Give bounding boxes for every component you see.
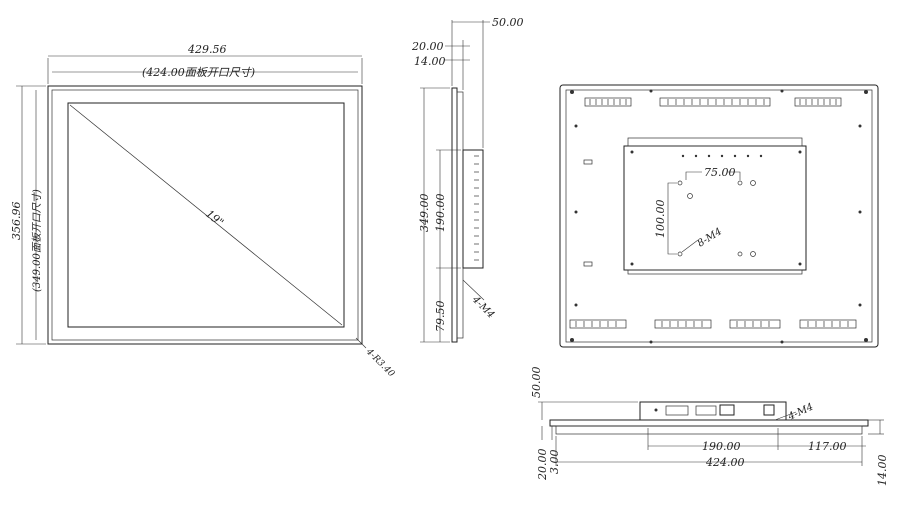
front-screen [67,102,345,328]
rear-bottom-vents [569,319,857,329]
leader-line [681,239,699,253]
rear-inner-frame [565,89,873,343]
bottom-enclosure [639,401,787,421]
io-ports [654,404,775,416]
rear-enclosure-top-flange [627,137,803,147]
front-view: 19" 429.56 (424.00面板开口尺寸) 356.96 (349.00… [10,43,396,379]
rear-mounting-holes [570,89,868,344]
rear-enclosure-bottom-flange [627,269,803,275]
height-190-label: 190.00 [434,194,447,233]
depth-total-label: 50.00 [492,16,524,29]
leader-line [355,337,367,349]
side-screw-label: 4-M4 [469,294,496,321]
dim-line [667,182,677,255]
leader-line [774,411,797,421]
bottom-frame [555,425,863,435]
overall-height-label: 356.96 [10,202,23,241]
rear-top-vents [584,97,842,107]
bottom-bezel [549,419,869,427]
bottom-view: 4-M4 50.00 20.00 3.00 190.00 117.00 424.… [530,367,889,487]
diagonal-label: 19" [203,207,226,229]
rear-enclosure-plate [623,145,807,271]
bottom-cutout-width-label: 424.00 [705,456,745,469]
bottom-depth-total-label: 50.00 [530,367,543,399]
offset-79-label: 79.50 [434,301,447,333]
front-bezel [51,89,359,341]
frame-depth-label: 14.00 [414,55,446,68]
bottom-bezel-depth-label: 20.00 [536,449,549,482]
side-bezel [451,87,458,343]
rear-screw-label: 8-M4 [696,226,724,249]
rear-enclosure-holes [681,154,763,158]
side-frame [456,91,464,339]
side-vent-slots [474,155,479,261]
leader-line [462,279,485,301]
front-outer-frame [47,85,363,345]
vesa-screw-holes [677,180,756,257]
dim-line [728,171,741,180]
vesa-horizontal-label: 75.00 [704,166,736,179]
bottom-frame-depth-label: 14.00 [876,455,889,487]
corner-radius-label: 4-R3.40 [363,346,396,379]
cutout-height-label: (349.00面板开口尺寸) [31,189,43,292]
overall-width-label: 429.56 [187,43,227,56]
rear-side-slots [583,159,593,267]
dim-line [685,171,702,180]
mount-spacing-label: 190.00 [702,440,741,453]
edge-offset-label: 117.00 [808,440,847,453]
side-view: 50.00 20.00 14.00 349.00 190.00 79.50 4-… [411,16,524,343]
height-349-label: 349.00 [418,194,431,233]
front-diagonal-line [69,104,343,326]
rear-view: 75.00 100.00 8-M4 [559,84,879,348]
side-enclosure [462,149,484,269]
vesa-vertical-label: 100.00 [654,200,667,239]
cutout-width-label: (424.00面板开口尺寸) [142,66,255,79]
bezel-depth-label: 20.00 [411,40,444,53]
rear-outer-frame [559,84,879,348]
bottom-rim-depth-label: 3.00 [548,450,561,475]
